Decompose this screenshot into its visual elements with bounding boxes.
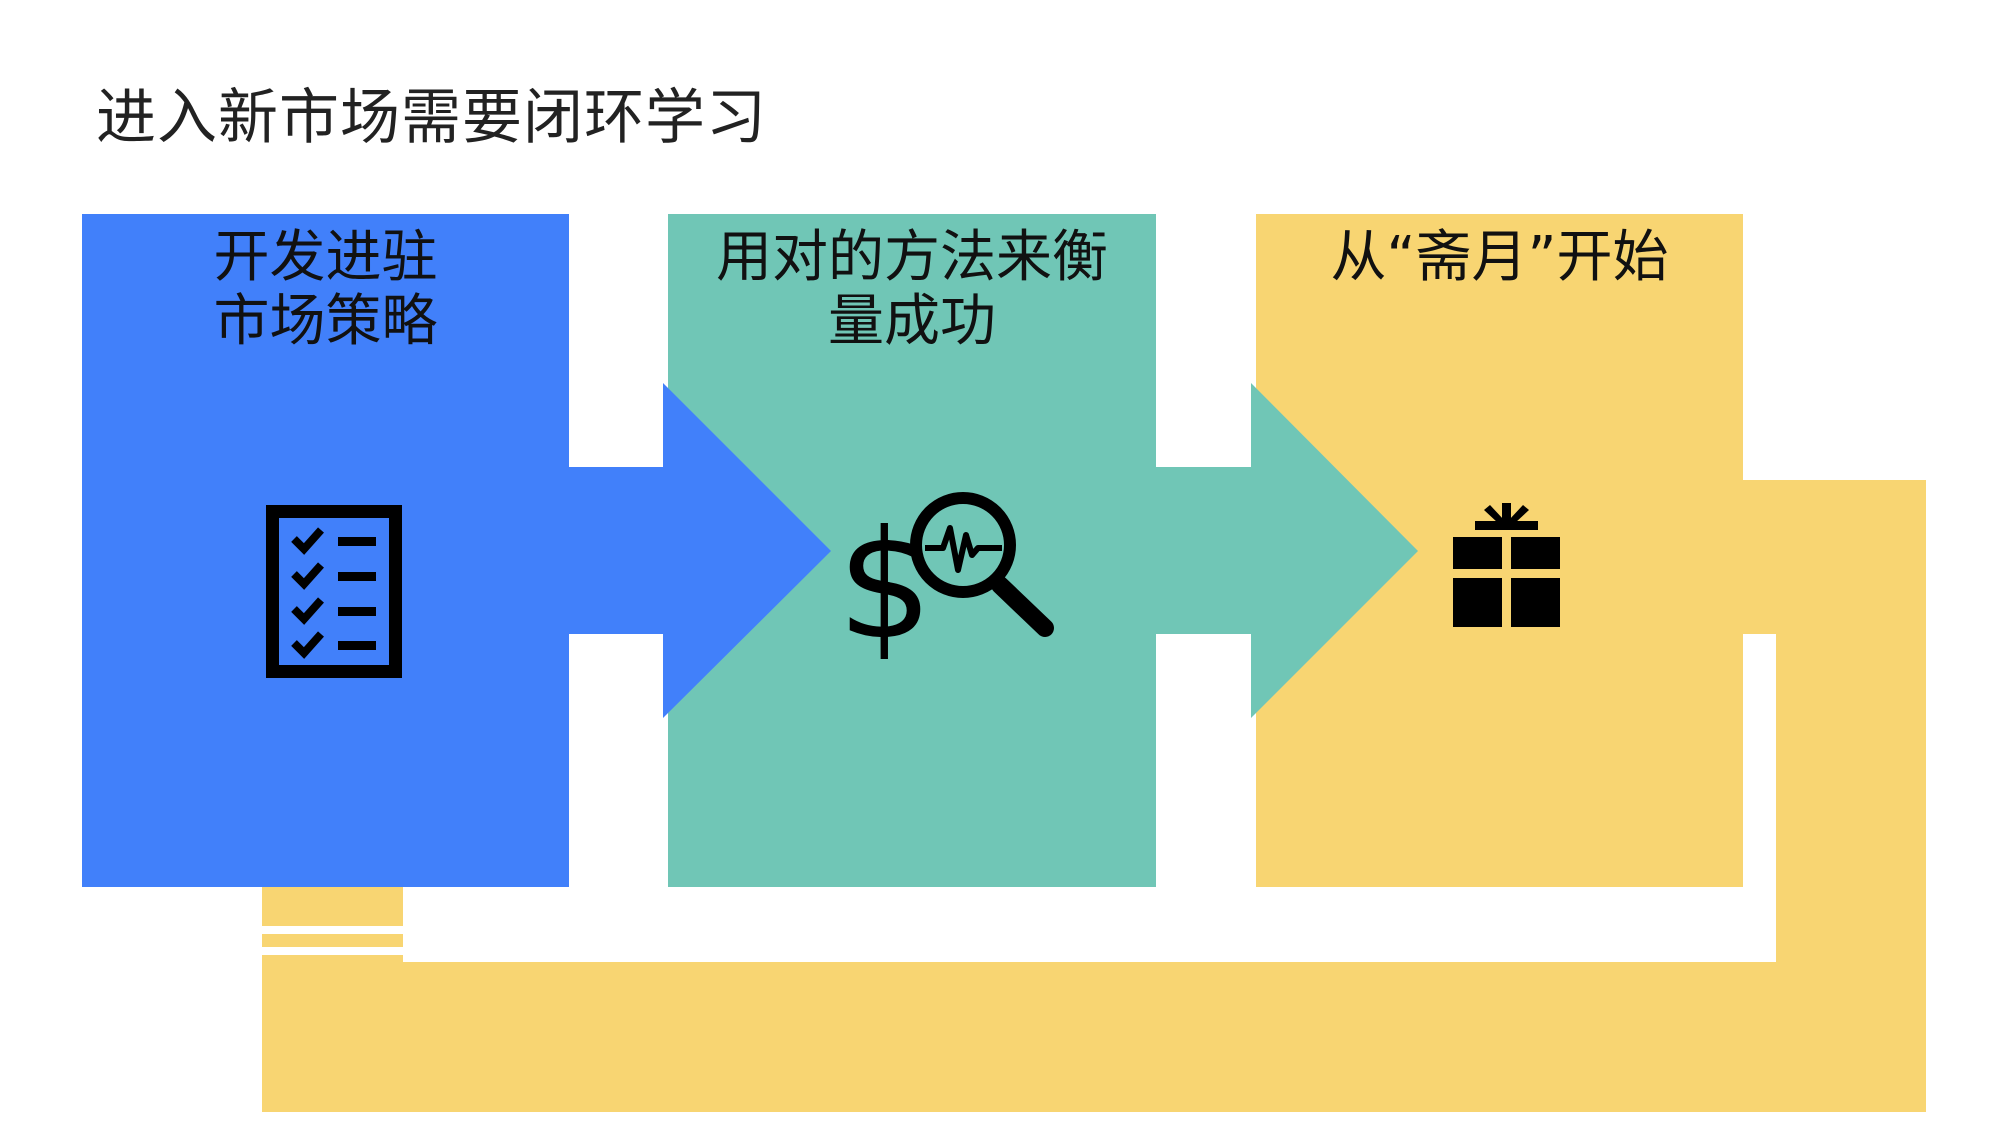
- step-3: 从“斋月”开始: [1256, 214, 1743, 414]
- step-2-label: 用对的方法来衡 量成功: [716, 225, 1108, 354]
- step-1-label: 开发进驻 市场策略: [213, 225, 438, 354]
- arrow-1-to-2: [569, 383, 831, 718]
- step-2: 用对的方法来衡 量成功: [668, 214, 1156, 414]
- page-title: 进入新市场需要闭环学习: [96, 83, 767, 153]
- step-1: 开发进驻 市场策略: [82, 214, 569, 414]
- checklist-icon: [266, 505, 402, 678]
- step-1-box: [82, 214, 569, 887]
- step-3-label: 从“斋月”开始: [1330, 225, 1669, 290]
- arrow-2-to-3: [1156, 383, 1418, 718]
- gift-icon: [1453, 503, 1560, 627]
- dollar-search-icon: $: [837, 492, 1054, 673]
- feedback-loop: [262, 480, 1926, 1112]
